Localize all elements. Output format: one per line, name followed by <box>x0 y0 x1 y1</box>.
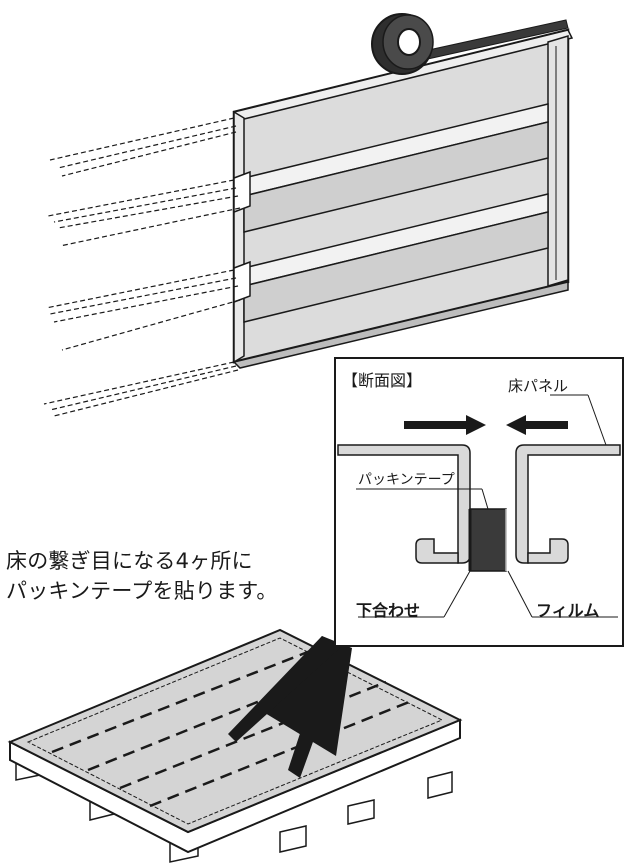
packing-tape-label: パッキンテープ <box>358 472 455 488</box>
right-panel-profile <box>515 444 621 564</box>
right-hook <box>527 538 569 564</box>
packing-tape-block <box>469 508 507 572</box>
projection-lines <box>43 117 241 417</box>
floor-panel-upright <box>232 28 574 369</box>
underlap-label: 下合わせ <box>356 601 421 620</box>
push-arrows <box>404 415 568 435</box>
left-hook <box>415 538 459 564</box>
floor-panel-label: 床パネル <box>508 377 569 395</box>
instruction-line-2: パッキンテープを貼ります。 <box>6 579 278 603</box>
cross-section-box: 【断面図】 <box>334 357 624 647</box>
instruction-text: 床の繋ぎ目になる4ヶ所に パッキンテープを貼ります。 <box>6 546 336 606</box>
instruction-line-1: 床の繋ぎ目になる4ヶ所に <box>6 549 253 573</box>
cross-section-drawing <box>337 394 621 618</box>
callout-pointer <box>228 636 352 778</box>
film-label: フィルム <box>536 601 600 620</box>
left-panel-profile <box>337 444 471 564</box>
cross-section-title: 【断面図】 <box>342 371 423 390</box>
floor-assembly <box>7 628 463 863</box>
tape-roll-icon <box>371 13 434 75</box>
